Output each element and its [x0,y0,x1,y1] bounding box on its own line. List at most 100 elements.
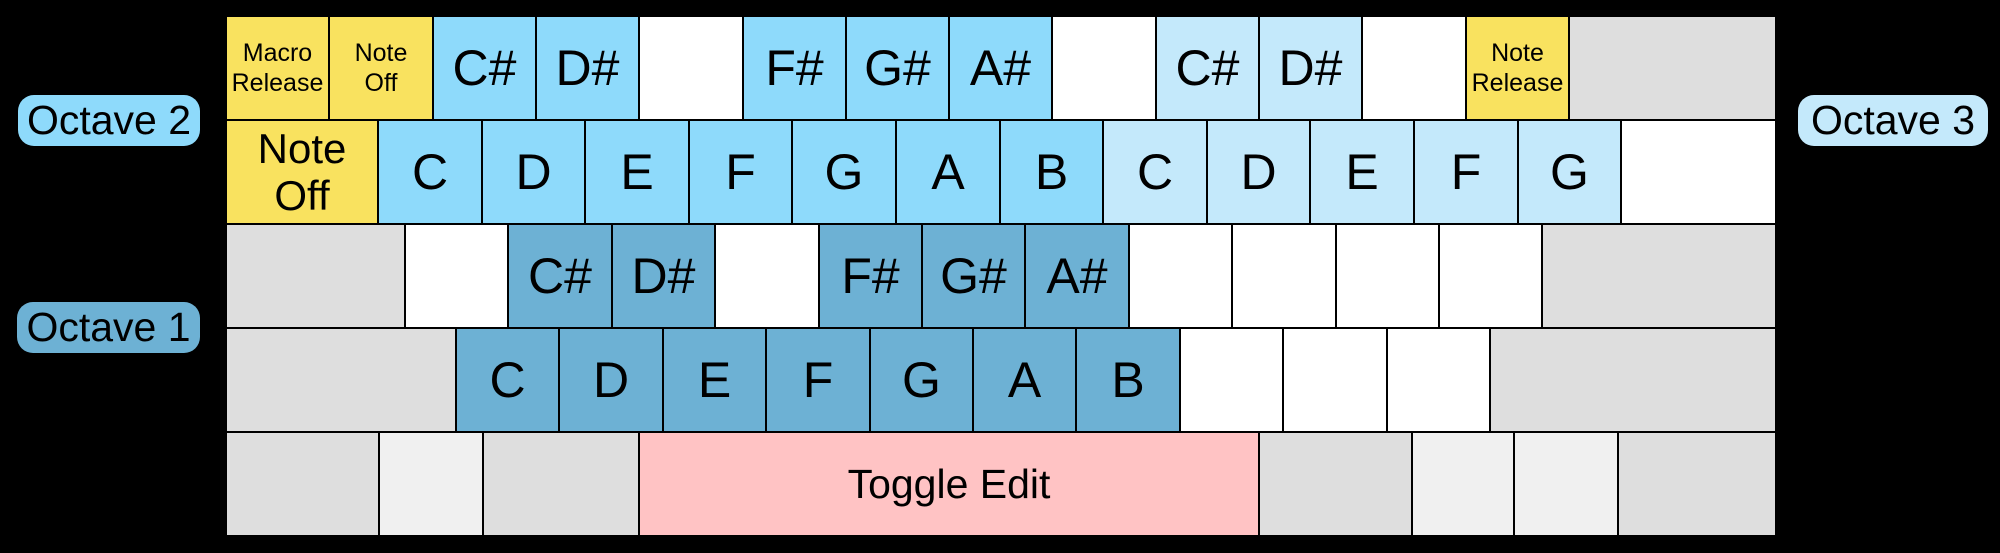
key-label: D [1240,144,1277,200]
key-label: G# [940,248,1007,304]
key-b: B [1075,327,1181,433]
key-label: E [620,144,654,200]
key-label: Toggle Edit [847,460,1051,507]
key-label: D# [1278,40,1343,96]
key-label: A# [1046,248,1108,304]
key-label: D# [631,248,696,304]
key-label: F# [765,40,824,96]
key-f: F [688,119,793,225]
key-c: C [1102,119,1208,225]
key-note-off: Note Off [328,15,434,121]
key-unmapped-blank [1335,223,1440,329]
octave-label-text: Octave 2 [26,97,192,143]
key-unmapped-blank [1051,15,1157,121]
key-label: B [1111,352,1145,408]
key-label: F [1450,144,1482,200]
key-unmapped-blank [1128,223,1233,329]
key-label: E [697,352,732,408]
key-label: C [411,144,449,200]
key-label: G# [864,40,931,96]
key-label: C# [452,40,517,96]
key-g-sharp: G# [845,15,950,121]
octave-1-label: Octave 1 [17,302,200,353]
key-e: E [662,327,767,433]
key-b: B [999,119,1104,225]
key-label: C# [1175,40,1240,96]
key-label: F [725,144,756,200]
key-c-sharp: C# [432,15,537,121]
key-unmapped-blank [638,15,744,121]
key-modifier-blank [1541,223,1777,329]
key-unmapped-blank [1386,327,1491,433]
key-c-sharp: C# [507,223,613,329]
key-label: A [1007,352,1042,408]
key-label: E [1345,144,1379,200]
key-label: Macro Release [231,38,324,98]
key-a: A [895,119,1001,225]
key-label: D [515,144,552,200]
octave-2-label: Octave 2 [18,95,200,146]
key-d-sharp: D# [611,223,716,329]
key-toggle-edit: Toggle Edit [638,431,1260,537]
key-c: C [377,119,483,225]
key-d-sharp: D# [1258,15,1363,121]
key-g-sharp: G# [921,223,1026,329]
key-label: A# [969,40,1032,96]
key-modifier-blank [1489,327,1777,433]
key-c: C [455,327,560,433]
key-f-sharp: F# [818,223,923,329]
key-label: G [1550,144,1589,200]
key-label: C [1136,144,1174,200]
key-label: B [1034,144,1069,200]
key-f-sharp: F# [742,15,847,121]
key-g: G [869,327,974,433]
key-label: D [592,352,630,408]
key-unmapped-blank [1282,327,1388,433]
key-modifier-blank [378,431,484,537]
key-label: C [489,352,526,408]
key-d: D [481,119,586,225]
key-f: F [1413,119,1519,225]
key-modifier-blank [225,431,380,537]
key-unmapped-blank [1620,119,1777,225]
key-macro-release: Macro Release [225,15,330,121]
key-d: D [558,327,664,433]
octave-3-label: Octave 3 [1798,95,1988,146]
key-label: G [902,352,941,408]
key-e: E [1309,119,1415,225]
key-label: F# [841,248,900,304]
key-label: F [802,352,834,408]
key-a: A [972,327,1077,433]
key-d: D [1206,119,1311,225]
key-d-sharp: D# [535,15,640,121]
key-e: E [584,119,690,225]
key-g: G [791,119,897,225]
octave-label-text: Octave 1 [26,304,191,350]
key-note-release: Note Release [1465,15,1570,121]
key-label: Note Off [354,38,408,98]
key-unmapped-blank [1179,327,1284,433]
key-note-off: Note Off [225,119,379,225]
key-modifier-blank [1513,431,1619,537]
key-f: F [765,327,871,433]
key-modifier-blank [1617,431,1777,537]
key-modifier-blank [225,327,457,433]
key-unmapped-blank [1231,223,1337,329]
key-modifier-blank [1568,15,1777,121]
key-modifier-blank [482,431,640,537]
key-unmapped-blank [714,223,820,329]
octave-label-text: Octave 3 [1810,97,1976,143]
key-unmapped-blank [1361,15,1467,121]
key-c-sharp: C# [1155,15,1260,121]
key-label: Note Off [257,124,347,219]
key-modifier-blank [1258,431,1413,537]
key-label: G [824,144,864,200]
key-label: C# [528,248,592,304]
key-label: A [931,144,965,200]
key-label: D# [555,40,620,96]
key-a-sharp: A# [1024,223,1130,329]
key-unmapped-blank [1438,223,1543,329]
key-g: G [1517,119,1622,225]
key-label: Note Release [1471,38,1564,98]
key-modifier-blank [1411,431,1515,537]
